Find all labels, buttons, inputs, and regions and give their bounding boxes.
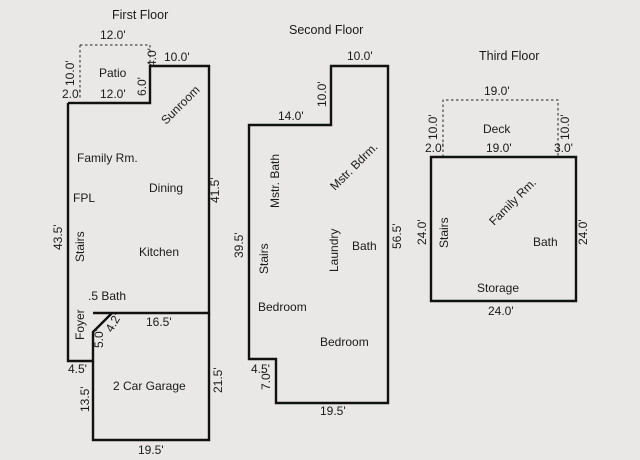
room-label: Sunroom (158, 83, 202, 127)
room-label: Stairs (73, 231, 87, 262)
third-floor-title: Third Floor (479, 49, 539, 63)
dimension-label: 10.0' (63, 60, 77, 86)
dimension-label: 19.5' (138, 443, 164, 457)
room-label: Family Rm. (77, 151, 138, 165)
second-floor-title: Second Floor (289, 23, 363, 37)
dimension-label: 7.0' (259, 371, 273, 390)
dimension-label: 14.0' (278, 109, 304, 123)
dimension-label: 5.0' (92, 329, 106, 348)
dimension-label: 2.0' (425, 141, 444, 155)
dimension-label: 10.0' (558, 114, 572, 140)
room-label: Mstr. Bdrm. (327, 140, 380, 193)
room-label: Laundry (327, 229, 341, 272)
dimension-label: 10.0' (347, 49, 373, 63)
room-label: FPL (73, 191, 95, 205)
dimension-label: 10.0' (426, 114, 440, 140)
room-label: Family Rm. (486, 175, 539, 228)
room-label: Patio (99, 66, 127, 80)
dimension-label: 4.0' (145, 48, 159, 67)
second-floor-walls (247, 64, 390, 405)
dimension-label: 10.0' (315, 81, 329, 107)
dimension-label: 4.5' (251, 362, 270, 376)
second-floor: Second Floor Mstr. Bath Mstr. Bdrm. Stai… (232, 23, 404, 418)
dimension-label: 19.0' (486, 141, 512, 155)
dimension-label: 24.0' (415, 219, 429, 245)
first-floor: First Floor Patio Sunroom Family Rm. FPL… (51, 8, 225, 457)
dimension-label: 19.0' (484, 84, 510, 98)
deck-outline (442, 99, 559, 157)
room-label: Mstr. Bath (268, 154, 282, 208)
room-label: Foyer (73, 309, 87, 340)
first-floor-title: First Floor (112, 8, 168, 22)
dimension-label: 12.0' (100, 87, 126, 101)
dimension-label: 2.0' (62, 87, 81, 101)
dimension-label: 10.0' (164, 50, 190, 64)
dimension-label: 4.5' (68, 362, 87, 376)
dimension-label: 19.5' (320, 404, 346, 418)
dimension-label: 12.0' (100, 28, 126, 42)
room-label: Bath (352, 239, 377, 253)
dimension-label: 13.5' (78, 386, 92, 412)
dimension-label: 16.5' (146, 315, 172, 329)
room-label: Stairs (437, 217, 451, 248)
third-floor: Third Floor Deck Stairs Family Rm. Bath … (415, 49, 590, 318)
dimension-label: 56.5' (390, 223, 404, 249)
room-label: Stairs (257, 243, 271, 274)
room-label: Bath (533, 235, 558, 249)
dimension-label: 21.5' (211, 367, 225, 393)
dimension-label: 41.5' (208, 177, 222, 203)
dimension-label: 3.0' (554, 141, 573, 155)
room-label: Dining (149, 181, 183, 195)
patio-outline (79, 44, 151, 100)
room-label: Bedroom (258, 300, 307, 314)
dimension-label: 24.0' (576, 219, 590, 245)
room-label: .5 Bath (88, 289, 126, 303)
dimension-label: 43.5' (51, 224, 65, 250)
dimension-label: 6.0' (135, 77, 149, 96)
room-label: Deck (483, 122, 511, 136)
room-label: 2 Car Garage (113, 379, 186, 393)
room-label: Storage (477, 281, 519, 295)
room-label: Bedroom (320, 335, 369, 349)
third-floor-walls (429, 155, 578, 303)
garage-walls (91, 313, 211, 442)
dimension-label: 24.0' (488, 304, 514, 318)
dimension-label: 39.5' (232, 232, 246, 258)
room-label: Kitchen (139, 245, 179, 259)
first-floor-walls (80, 64, 211, 315)
